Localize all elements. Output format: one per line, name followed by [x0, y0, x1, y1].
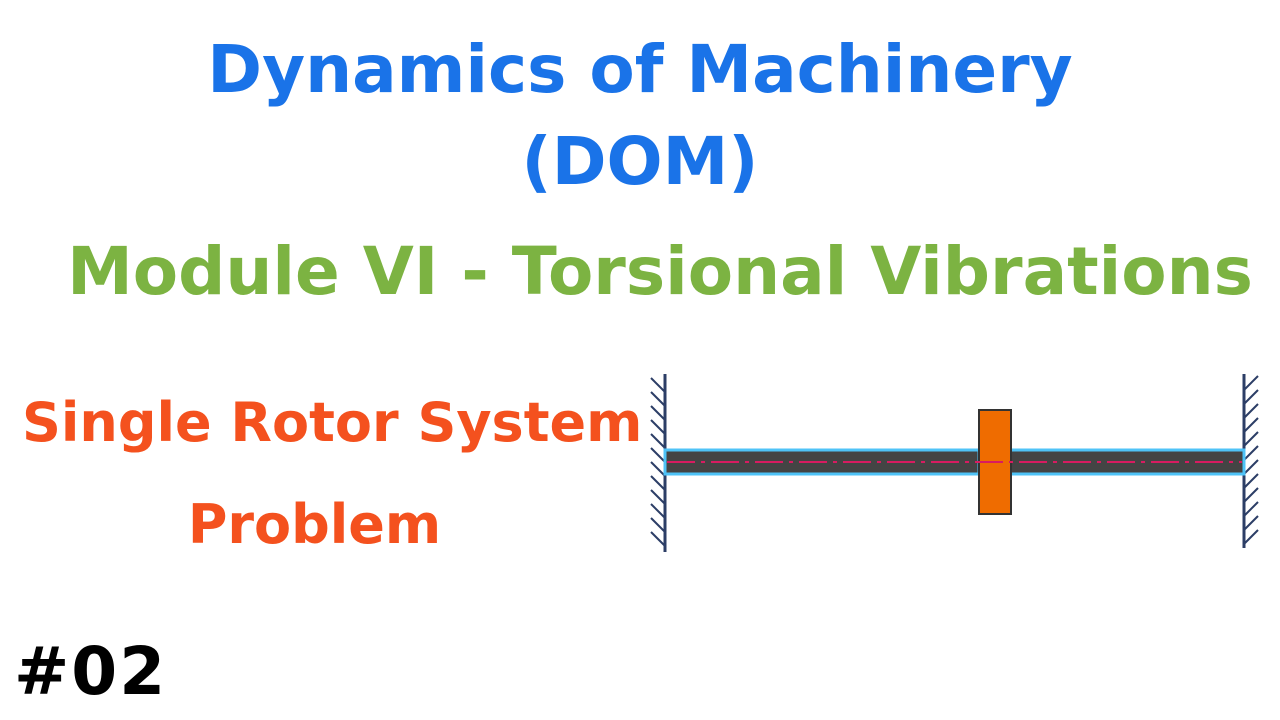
wall-hatch-mark — [1243, 529, 1259, 545]
wall-hatch-mark — [650, 517, 666, 533]
wall-hatch-mark — [650, 419, 666, 435]
main-title-line1: Dynamics of Machinery — [207, 31, 1073, 108]
wall-hatch-mark — [650, 405, 666, 421]
wall-hatch-mark — [650, 475, 666, 491]
wall-hatch-mark — [650, 391, 666, 407]
episode-number: #02 — [14, 633, 168, 710]
wall-hatch-mark — [650, 377, 666, 393]
topic-line1: Single Rotor System — [22, 391, 643, 454]
main-title-line2: (DOM) — [521, 123, 759, 200]
wall-hatch-mark — [1243, 487, 1259, 503]
wall-hatch-mark — [650, 489, 666, 505]
wall-hatch-mark — [1243, 389, 1259, 405]
right-fixed-wall — [1242, 374, 1259, 548]
wall-hatch-mark — [1243, 375, 1259, 391]
wall-hatch-mark — [650, 447, 666, 463]
left-fixed-wall — [650, 374, 667, 552]
wall-hatch-mark — [1243, 417, 1259, 433]
wall-hatch-mark — [1243, 473, 1259, 489]
topic-line2: Problem — [187, 493, 442, 556]
wall-hatch-mark — [650, 531, 666, 547]
single-rotor-shaft-diagram — [650, 374, 1259, 552]
wall-hatch-mark — [650, 503, 666, 519]
wall-hatch-mark — [650, 461, 666, 477]
wall-hatch-mark — [1243, 515, 1259, 531]
wall-hatch-mark — [1243, 501, 1259, 517]
wall-hatch-mark — [650, 433, 666, 449]
wall-hatch-mark — [1243, 431, 1259, 447]
wall-hatch-mark — [1243, 459, 1259, 475]
wall-hatch-mark — [1243, 445, 1259, 461]
module-subtitle: Module VI - Torsional Vibrations — [67, 233, 1253, 310]
wall-hatch-mark — [1243, 403, 1259, 419]
